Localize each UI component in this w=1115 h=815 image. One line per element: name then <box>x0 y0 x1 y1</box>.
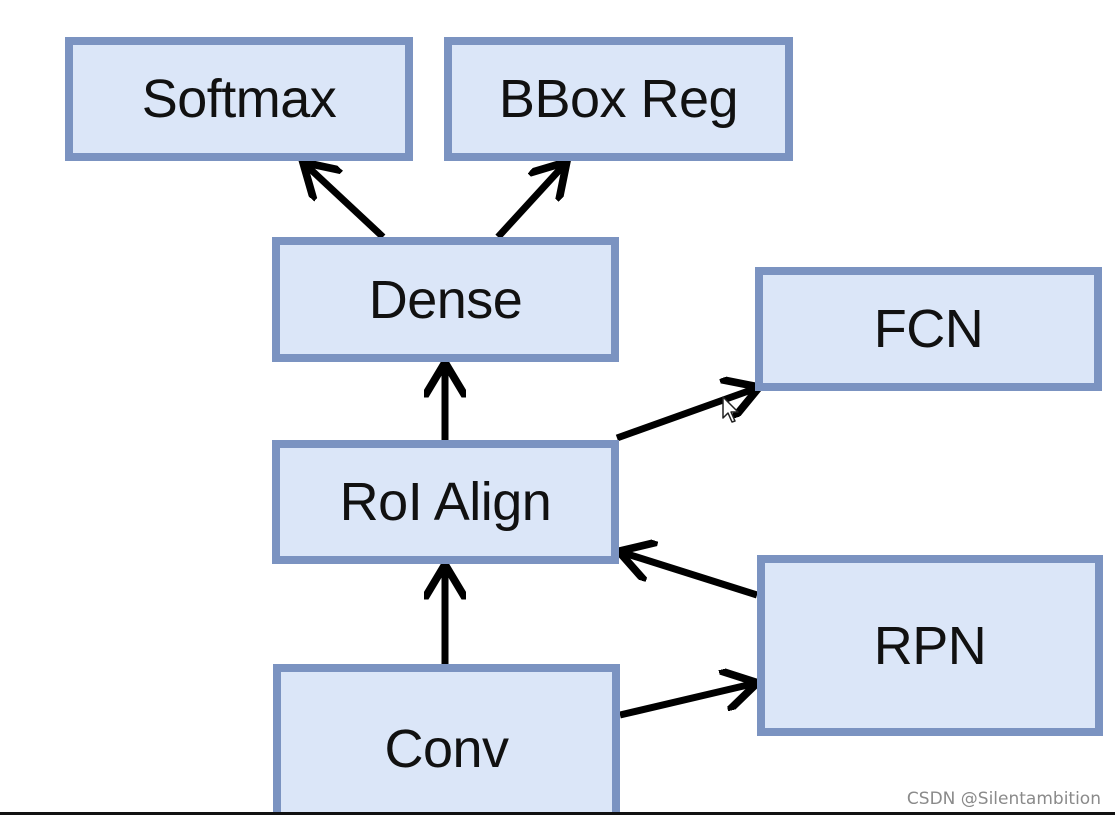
node-dense-label: Dense <box>368 269 523 330</box>
node-softmax: Softmax <box>65 37 413 161</box>
node-bbox-reg: BBox Reg <box>444 37 793 161</box>
node-fcn-label: FCN <box>873 299 984 359</box>
edge-conv-to-rpn <box>619 684 752 719</box>
node-rpn: RPN <box>757 555 1103 736</box>
node-roi-align: RoI Align <box>272 440 619 564</box>
node-conv: Conv <box>273 664 620 815</box>
node-fcn: FCN <box>755 267 1102 391</box>
node-softmax-label: Softmax <box>141 69 337 129</box>
edge-dense-to-softmax <box>307 166 386 240</box>
edge-dense-to-bbox-reg <box>495 166 563 240</box>
node-rpn-label: RPN <box>873 615 987 676</box>
node-conv-label: Conv <box>384 719 509 779</box>
mouse-cursor-icon <box>722 396 739 423</box>
edge-rpn-to-roi-align <box>624 553 759 599</box>
bottom-divider <box>0 812 1115 815</box>
node-dense: Dense <box>272 237 619 362</box>
node-bbox-reg-label: BBox Reg <box>498 69 739 129</box>
watermark: CSDN @Silentambition <box>906 789 1101 809</box>
node-roi-align-label: RoI Align <box>339 472 552 532</box>
